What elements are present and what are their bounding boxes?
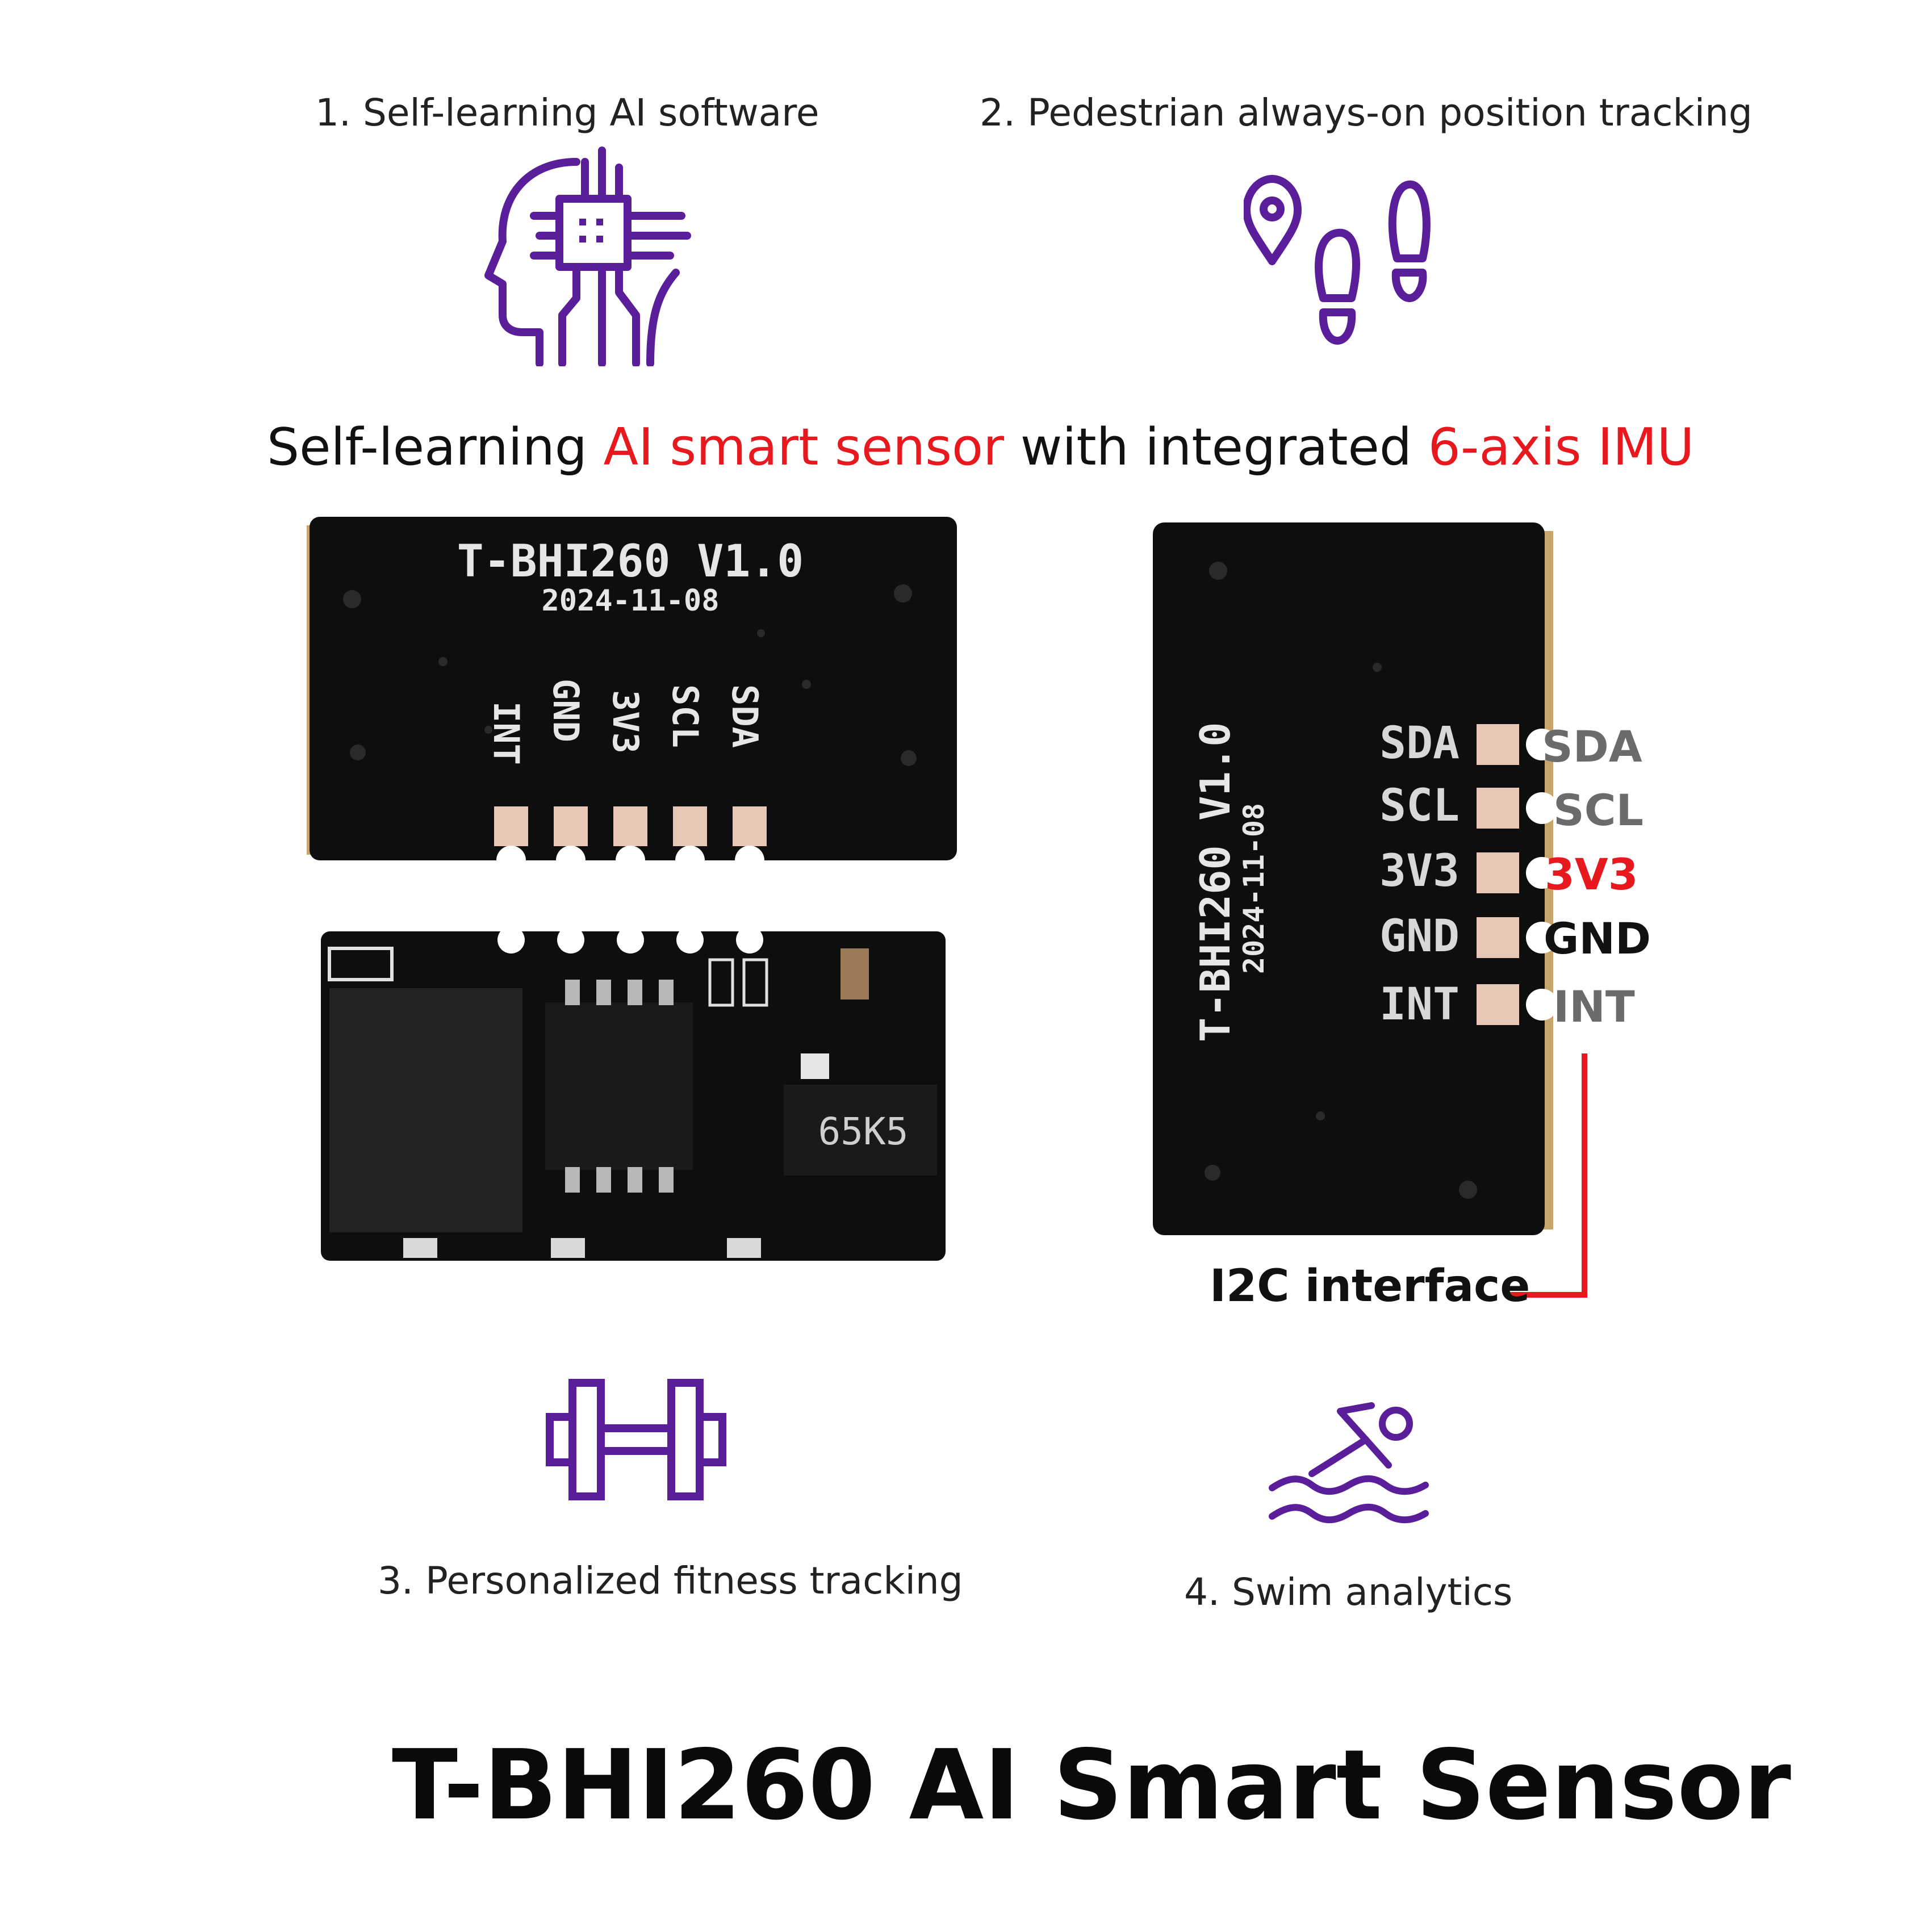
headline-highlight-1: AI smart sensor	[603, 417, 1005, 477]
board-top-pin-gnd: GND	[545, 679, 587, 742]
dumbbell-icon	[545, 1377, 727, 1502]
board-top-view: T-BHI260 V1.0 2024-11-08 INT GND 3V3 SCL…	[301, 514, 960, 877]
pin-label-3v3: 3V3	[1545, 849, 1638, 900]
swimmer-icon	[1266, 1394, 1431, 1525]
interface-label: I2C interface	[1210, 1261, 1530, 1312]
board-bottom-chip-marking: 65K5	[818, 1110, 909, 1153]
board-side-view: T-BHI260 V1.0 2024-11-08 SDA SCL 3V3 GND…	[1150, 520, 1559, 1241]
pin-label-scl: SCL	[1553, 785, 1644, 835]
interface-bracket-line	[1505, 1051, 1596, 1303]
board-side-silk-3v3: 3V3	[1379, 846, 1460, 897]
board-side-silk-scl: SCL	[1379, 780, 1460, 831]
board-bottom-view: 65K5	[318, 926, 948, 1266]
board-side-date: 2024-11-08	[1237, 803, 1270, 974]
board-side-silk-sda: SDA	[1379, 718, 1460, 769]
headline: Self-learning AI smart sensor with integ…	[267, 417, 1694, 477]
board-top-pin-int: INT	[486, 701, 527, 765]
feature-1-label: 1. Self-learning AI software	[315, 91, 819, 135]
headline-part-1: Self-learning	[267, 417, 604, 477]
board-side-model: T-BHI260 V1.0	[1191, 722, 1239, 1042]
board-top-pin-sda: SDA	[724, 684, 766, 748]
headline-part-3: with integrated	[1004, 417, 1428, 477]
feature-3-label: 3. Personalized fitness tracking	[378, 1559, 963, 1603]
page-title: T-BHI260 AI Smart Sensor	[392, 1729, 1791, 1842]
pin-label-int: INT	[1553, 981, 1635, 1032]
headline-highlight-2: 6-axis IMU	[1428, 417, 1695, 477]
feature-4-label: 4. Swim analytics	[1184, 1570, 1513, 1614]
board-side-silk-int: INT	[1379, 979, 1460, 1030]
board-top-date: 2024-11-08	[541, 584, 719, 618]
pin-label-gnd: GND	[1544, 913, 1651, 964]
board-top-pin-3v3: 3V3	[605, 690, 646, 754]
board-side-silk-gnd: GND	[1379, 911, 1460, 962]
board-top-pin-scl: SCL	[664, 684, 706, 748]
ai-head-chip-icon	[477, 145, 693, 366]
footsteps-location-icon	[1244, 170, 1448, 375]
board-top-model: T-BHI260 V1.0	[457, 536, 804, 587]
feature-2-label: 2. Pedestrian always-on position trackin…	[980, 91, 1753, 135]
pin-label-sda: SDA	[1542, 721, 1642, 772]
